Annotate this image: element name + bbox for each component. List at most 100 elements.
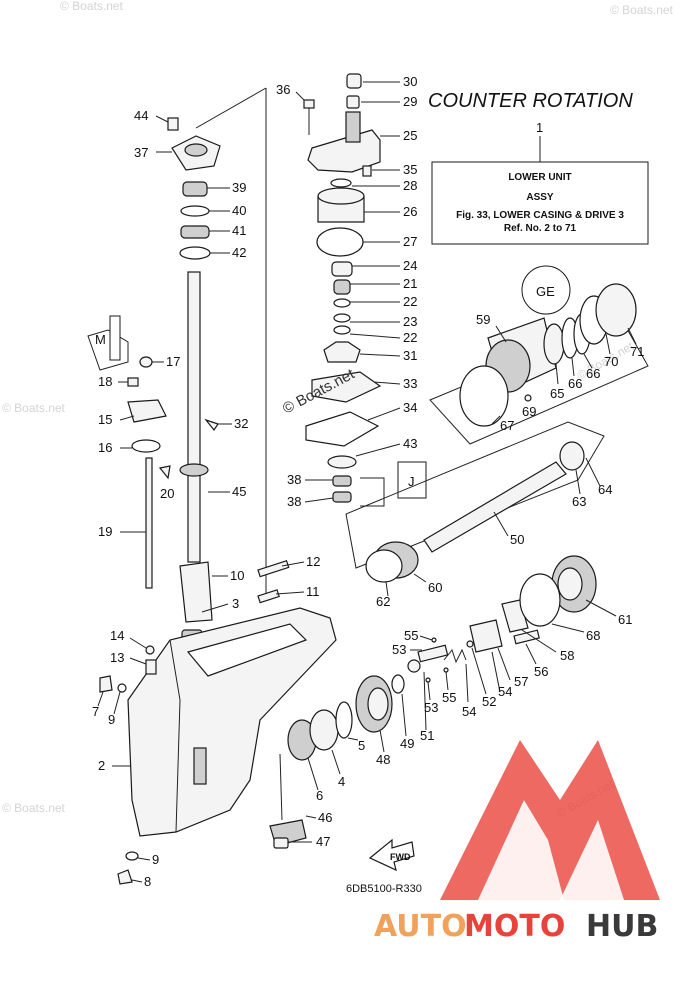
propeller-shaft-group xyxy=(345,421,617,633)
callout-55: 55 xyxy=(404,628,418,643)
callout-22: 22 xyxy=(403,294,417,309)
part-5-shim xyxy=(335,701,353,739)
callout-12: 12 xyxy=(306,554,320,569)
callout-37: 37 xyxy=(134,145,148,160)
callout-45: 45 xyxy=(232,484,246,499)
part-29-grommet xyxy=(346,95,360,109)
callout-69: 69 xyxy=(522,404,536,419)
part-11-key xyxy=(257,589,280,604)
callout-52: 52 xyxy=(482,694,496,709)
part-32-key xyxy=(204,418,219,432)
callout-67: 67 xyxy=(500,418,514,433)
assembly-info-box: 1 LOWER UNIT ASSY Fig. 33, LOWER CASING … xyxy=(431,120,649,245)
part-9-gasket xyxy=(117,683,127,693)
callout-71: 71 xyxy=(630,344,644,359)
pinion-gear-group xyxy=(269,674,407,849)
part-31-impeller xyxy=(323,341,361,363)
callout-50: 50 xyxy=(510,532,524,547)
callout-66: 66 xyxy=(568,376,582,391)
callout-4: 4 xyxy=(338,774,345,789)
part-22-washer-lower xyxy=(333,325,351,335)
clutch-shift-group xyxy=(407,599,557,731)
callout-46: 46 xyxy=(318,810,332,825)
callout-26: 26 xyxy=(403,204,417,219)
shift-rod-group: M xyxy=(87,315,171,589)
callout-14: 14 xyxy=(110,628,124,643)
part-71-ring-nut xyxy=(595,283,637,337)
part-9-gasket-lower xyxy=(125,851,139,861)
part-43-oil-seal-housing xyxy=(327,455,357,469)
watermark-left-lower: © Boats.net xyxy=(2,801,66,815)
part-42-o-ring xyxy=(179,246,211,260)
callout-56: 56 xyxy=(534,664,548,679)
callout-7: 7 xyxy=(92,704,99,719)
info-box-line2: ASSY xyxy=(526,192,554,203)
part-39-bearing xyxy=(182,181,208,197)
part-67-o-ring xyxy=(459,365,509,427)
part-19-shift-rod xyxy=(145,457,153,589)
part-23-washer xyxy=(333,313,351,323)
watermark-left: © Boats.net xyxy=(2,401,66,415)
fwd-label: FWD xyxy=(390,852,411,862)
callout-25: 25 xyxy=(403,128,417,143)
callout-34: 34 xyxy=(403,400,417,415)
callout-10: 10 xyxy=(230,568,244,583)
callout-64: 64 xyxy=(598,482,612,497)
callout-41: 41 xyxy=(232,223,246,238)
callout-18: 18 xyxy=(98,374,112,389)
callout-36: 36 xyxy=(276,82,290,97)
callout-13: 13 xyxy=(110,650,124,665)
part-63-bearing xyxy=(559,441,585,471)
part-57-dog-clutch xyxy=(469,619,503,653)
callout-65: 65 xyxy=(550,386,564,401)
callout-38: 38 xyxy=(287,472,301,487)
part-41-thrust-bearing xyxy=(180,225,210,239)
part-49-washer xyxy=(391,674,405,694)
part-13-plug xyxy=(145,659,157,675)
callout-27: 27 xyxy=(403,234,417,249)
callout-51: 51 xyxy=(420,728,434,743)
part-50-propeller-shaft xyxy=(423,461,567,553)
callout-58: 58 xyxy=(560,648,574,663)
part-47-nut xyxy=(273,837,289,849)
callout-24: 24 xyxy=(403,258,417,273)
part-40-shim xyxy=(180,205,210,217)
callout-21: 21 xyxy=(403,276,417,291)
callout-59: 59 xyxy=(476,312,490,327)
part-8-drain-screw xyxy=(117,869,133,885)
callout-3: 3 xyxy=(232,596,239,611)
callout-9-lower: 9 xyxy=(152,852,159,867)
watermark-top-left: © Boats.net xyxy=(60,0,124,13)
seal-orientation-inset xyxy=(397,461,427,499)
diagram-title: COUNTER ROTATION xyxy=(428,90,633,112)
part-27-gasket-ring xyxy=(316,227,364,257)
bearing-housing-group: GE xyxy=(429,265,649,445)
part-62-shim xyxy=(365,549,403,583)
callout-60: 60 xyxy=(428,580,442,595)
callout-43: 43 xyxy=(403,436,417,451)
part-16-o-ring xyxy=(131,439,161,453)
callout-55-lower: 55 xyxy=(442,690,456,705)
part-38-oil-seal-lower xyxy=(332,491,352,503)
part-38-oil-seal-upper xyxy=(332,475,352,487)
part-45-drive-shaft xyxy=(187,271,201,563)
svg-text:GE: GE xyxy=(536,284,555,299)
svg-text:M: M xyxy=(95,332,106,347)
callout-22-lower: 22 xyxy=(403,330,417,345)
part-4-bearing xyxy=(309,709,339,751)
callout-1: 1 xyxy=(536,120,543,135)
part-30-collar xyxy=(346,73,362,89)
part-15-shift-rod-holder xyxy=(127,399,167,423)
part-65-bearing xyxy=(543,323,565,365)
part-12-key xyxy=(257,559,290,578)
part-55-ball xyxy=(431,637,437,643)
callout-66-outer: 66 xyxy=(586,366,600,381)
info-box-line4: Ref. No. 2 to 71 xyxy=(504,223,577,234)
callout-17: 17 xyxy=(166,354,180,369)
info-box-line1: LOWER UNIT xyxy=(508,172,571,183)
callout-6: 6 xyxy=(316,788,323,803)
callout-38-lower: 38 xyxy=(287,494,301,509)
callout-40: 40 xyxy=(232,203,246,218)
callout-30: 30 xyxy=(403,74,417,89)
